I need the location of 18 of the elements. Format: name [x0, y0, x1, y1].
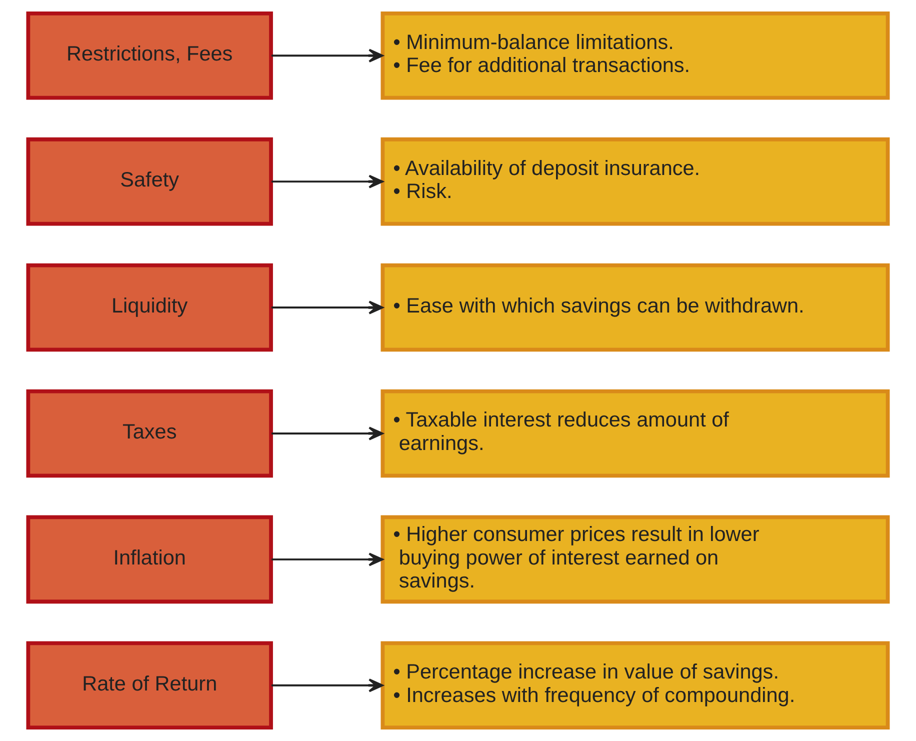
node-box: • Availability of deposit insurance. • Risk.: [380, 137, 890, 226]
node-box: Inflation: [26, 515, 273, 604]
arrow: [272, 426, 384, 440]
arrow: [272, 174, 384, 188]
node-box: • Minimum-balance limitations. • Fee for additional transactions.: [380, 11, 890, 100]
arrow: [272, 48, 384, 62]
arrow: [272, 300, 384, 314]
arrow: [272, 678, 384, 692]
node-box: • Higher consumer prices result in lower buying power of interest earned on savings.: [380, 515, 890, 604]
node-box: Liquidity: [26, 263, 273, 352]
arrow: [272, 552, 384, 566]
node-box: Restrictions, Fees: [26, 11, 273, 100]
node-box: • Taxable interest reduces amount of earnings.: [380, 389, 890, 478]
node-box: Rate of Return: [26, 641, 273, 730]
node-box: • Ease with which savings can be withdrawn.: [380, 263, 890, 352]
node-box: • Percentage increase in value of savings. • Increases with frequency of compounding.: [380, 641, 890, 730]
node-box: Taxes: [26, 389, 273, 478]
node-box: Safety: [26, 137, 273, 226]
